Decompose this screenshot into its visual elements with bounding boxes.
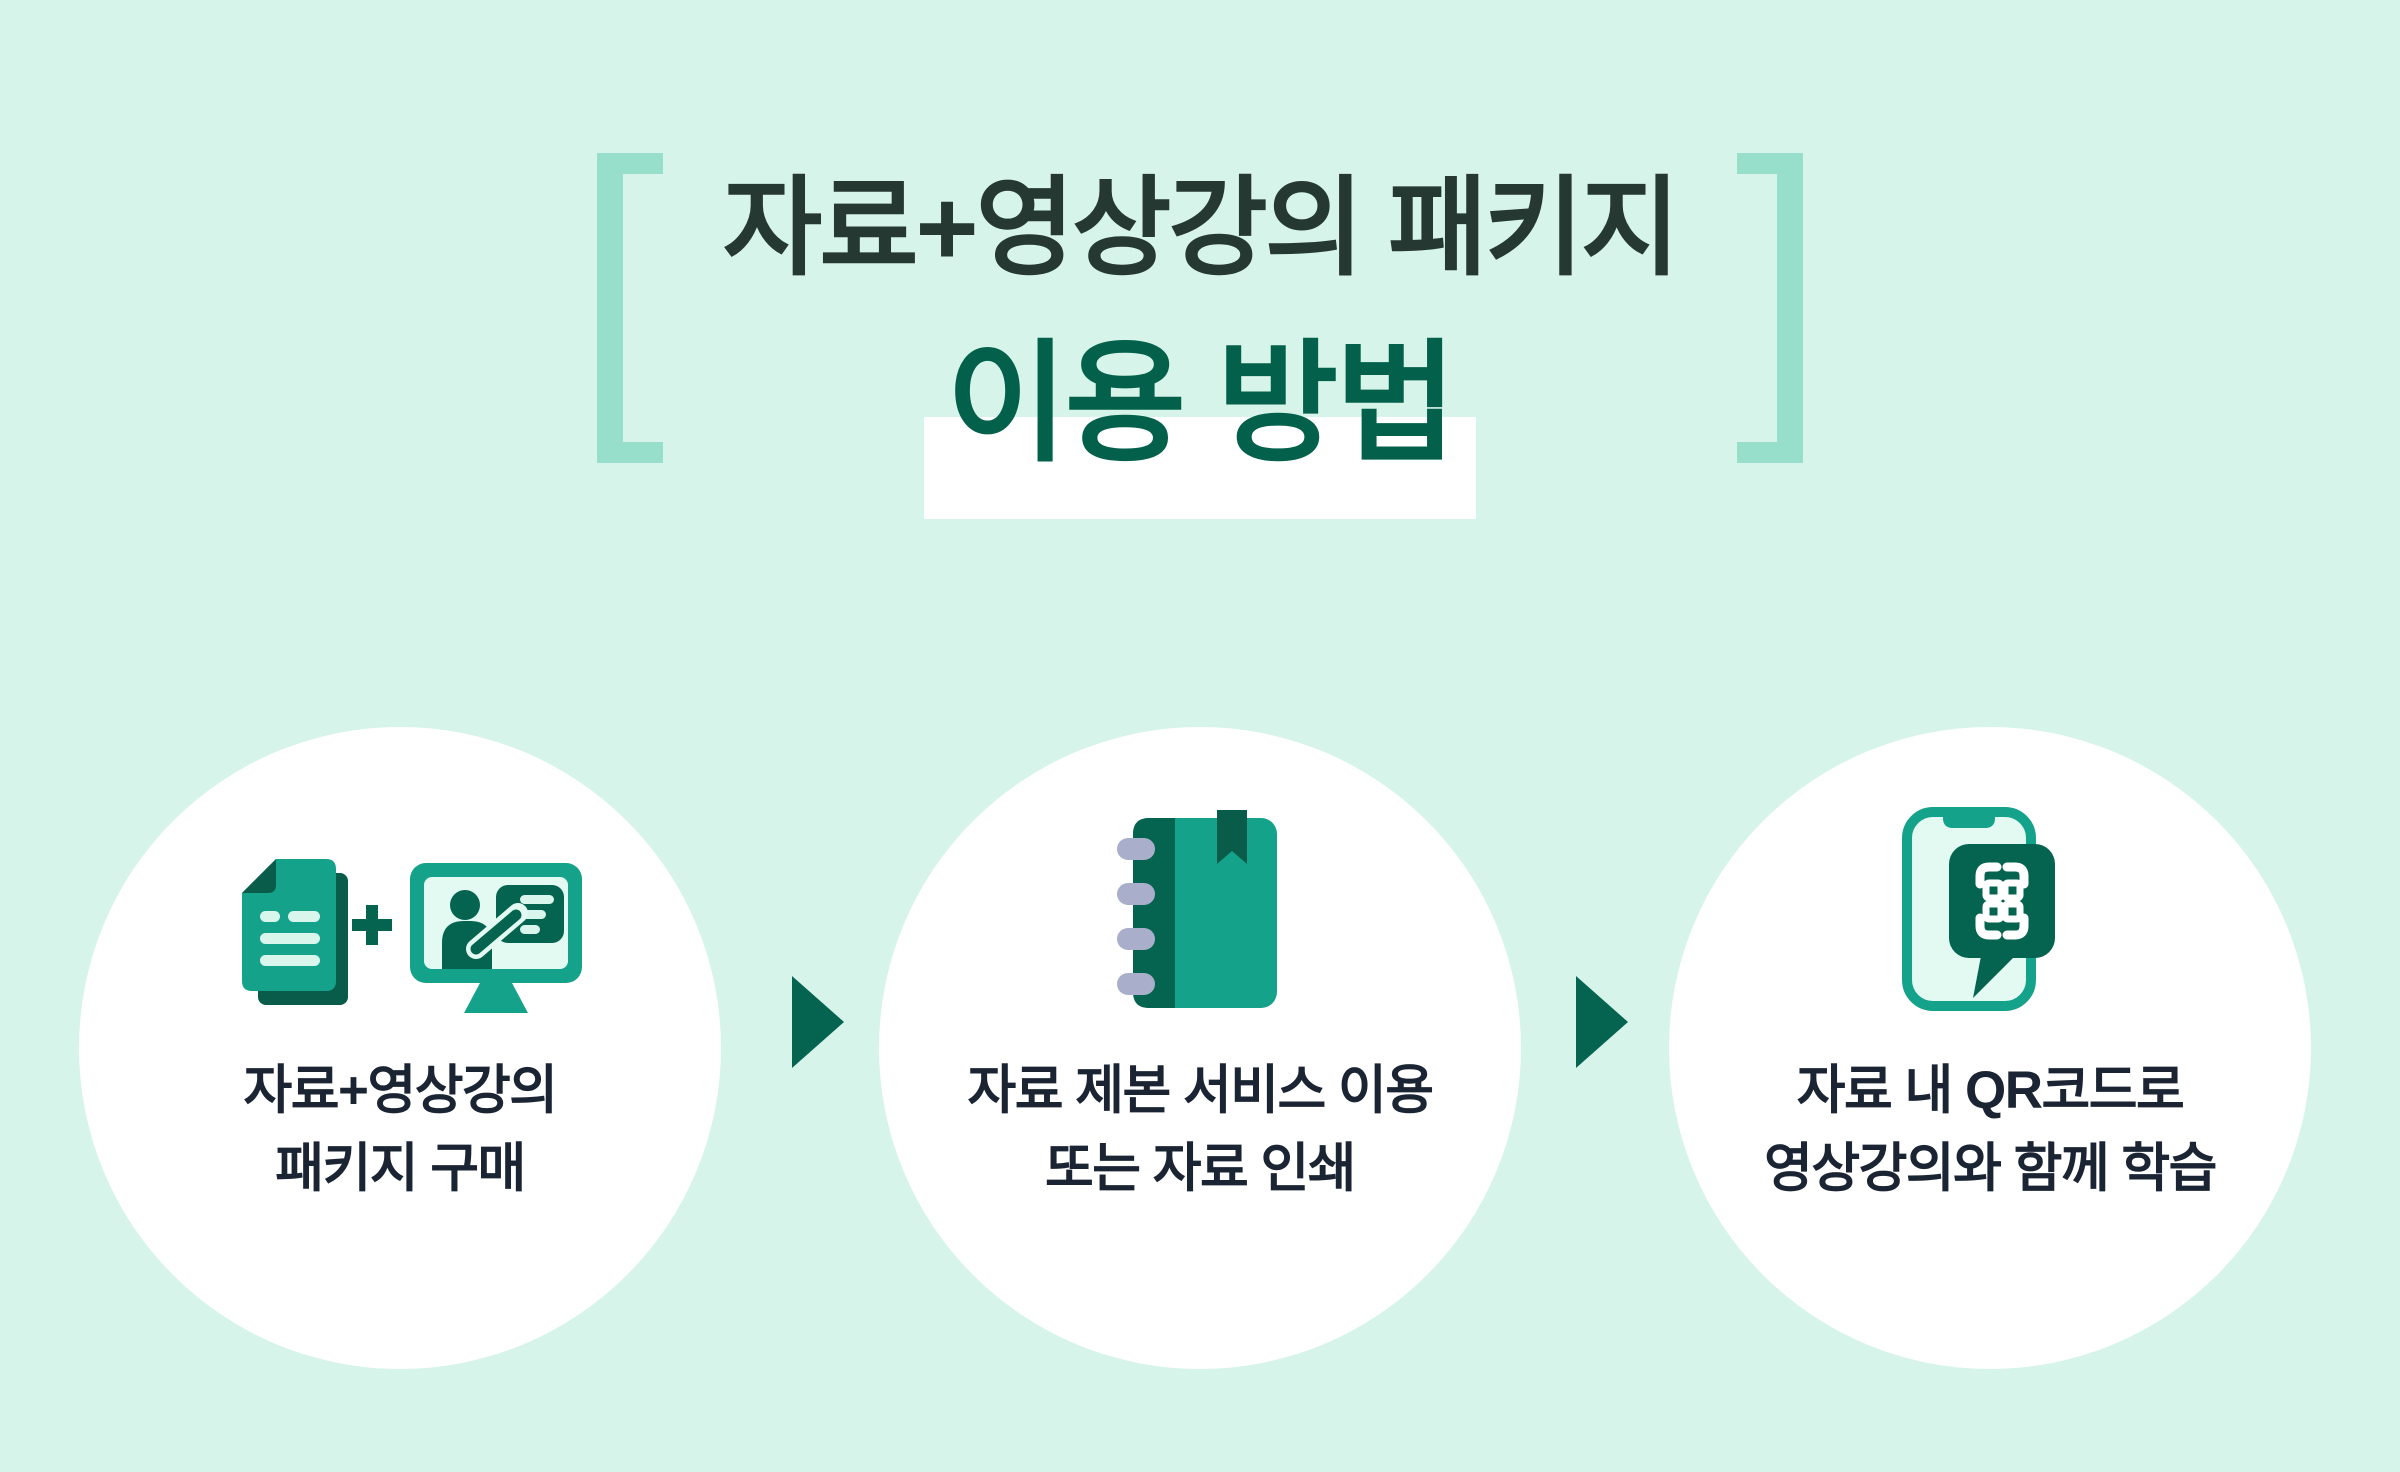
bookmark-icon: [1217, 810, 1247, 864]
step-2-label: 자료 제본 서비스 이용 또는 자료 인쇄: [879, 1052, 1521, 1208]
page-subtitle: 이용 방법: [946, 330, 1456, 477]
page-title: 자료+영상강의 패키지: [722, 167, 1680, 288]
step-3-label-line2: 영상강의와 함께 학습: [1764, 1139, 2217, 1198]
bracket-right-decoration: [1737, 153, 1803, 463]
step-2-label-line1: 자료 제본 서비스 이용: [967, 1061, 1434, 1120]
step-1-card: 자료+영상강의 패키지 구매: [79, 727, 721, 1369]
plus-icon: [352, 905, 392, 945]
step-2-label-line2: 또는 자료 인쇄: [1044, 1139, 1357, 1198]
arrow-right-icon: [792, 976, 844, 1068]
step-1-label-line2: 패키지 구매: [275, 1139, 526, 1198]
step-3-card: 자료 내 QR코드로 영상강의와 함께 학습: [1669, 727, 2311, 1369]
step-3-label: 자료 내 QR코드로 영상강의와 함께 학습: [1669, 1052, 2311, 1208]
phone-qr-code-icon: [1902, 807, 2055, 1011]
bracket-left-decoration: [597, 153, 663, 463]
subtitle-highlight-box: [924, 417, 1476, 519]
document-plus-monitor-icon: [242, 859, 582, 1013]
step-1-label-line1: 자료+영상강의: [243, 1061, 558, 1120]
arrow-right-icon: [1576, 976, 1628, 1068]
bound-notebook-icon: [1117, 810, 1277, 1008]
step-3-label-line1: 자료 내 QR코드로: [1796, 1061, 2185, 1120]
step-1-label: 자료+영상강의 패키지 구매: [79, 1052, 721, 1208]
phone-notch: [1943, 812, 1995, 828]
step-2-card: 자료 제본 서비스 이용 또는 자료 인쇄: [879, 727, 1521, 1369]
